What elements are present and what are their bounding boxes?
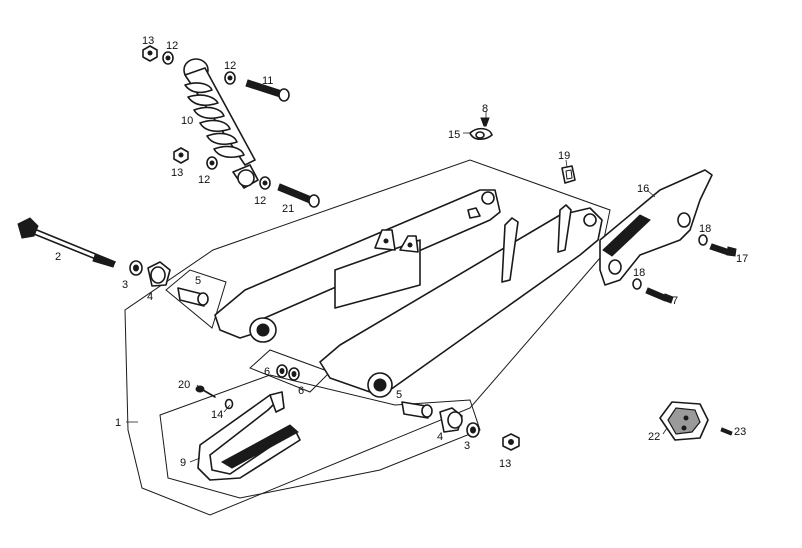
callout-11: 11 bbox=[262, 75, 273, 87]
callout-labels: 1 2 3 3 4 4 5 5 6 6 7 8 9 10 11 12 12 12… bbox=[55, 35, 748, 470]
callout-22: 22 bbox=[648, 431, 660, 443]
callout-18a: 18 bbox=[699, 223, 711, 235]
shock-absorber bbox=[183, 58, 259, 189]
callout-3a: 3 bbox=[122, 279, 128, 291]
clip-19 bbox=[561, 165, 576, 184]
bolt-11 bbox=[245, 79, 290, 102]
nut-13-bottom bbox=[502, 433, 520, 451]
callout-1: 1 bbox=[115, 417, 121, 429]
callout-10: 10 bbox=[181, 115, 193, 127]
washer-12a bbox=[162, 51, 174, 65]
callout-16: 16 bbox=[637, 183, 649, 195]
washer-3b bbox=[466, 422, 480, 438]
screw-8 bbox=[480, 117, 490, 127]
callout-14: 14 bbox=[211, 409, 223, 421]
chain-guide bbox=[197, 391, 301, 481]
callout-4b: 4 bbox=[437, 431, 443, 443]
callout-18b: 18 bbox=[633, 267, 645, 279]
callout-17: 17 bbox=[736, 253, 748, 265]
chain-guide-outline bbox=[159, 374, 481, 499]
callout-12d: 12 bbox=[254, 195, 266, 207]
bushing-4b bbox=[439, 407, 463, 433]
axle-bolt bbox=[17, 217, 116, 268]
bushing-group-outline bbox=[165, 269, 227, 329]
nut-13-mid bbox=[173, 147, 189, 164]
bolt-17 bbox=[709, 243, 737, 257]
callout-20: 20 bbox=[178, 379, 190, 391]
swingarm bbox=[214, 189, 603, 398]
callout-5b: 5 bbox=[396, 389, 402, 401]
callout-9: 9 bbox=[180, 457, 186, 469]
callout-2: 2 bbox=[55, 251, 61, 263]
nut-13-top bbox=[142, 45, 158, 62]
bolt-7 bbox=[645, 287, 674, 304]
chain-guard bbox=[599, 169, 713, 286]
callout-12c: 12 bbox=[198, 174, 210, 186]
washer-3a bbox=[129, 260, 143, 276]
screw-23 bbox=[720, 427, 733, 436]
callout-12b: 12 bbox=[224, 60, 236, 72]
sleeve-5a bbox=[177, 287, 209, 307]
washer-12b bbox=[224, 71, 236, 85]
bolt-21 bbox=[277, 183, 320, 208]
washer-18b bbox=[632, 278, 642, 290]
callout-19: 19 bbox=[558, 150, 570, 162]
callout-8: 8 bbox=[482, 103, 488, 115]
clamp-15 bbox=[469, 127, 493, 141]
sleeve-5b bbox=[401, 401, 433, 419]
callout-15: 15 bbox=[448, 129, 460, 141]
leader-lines bbox=[126, 111, 732, 463]
callout-7: 7 bbox=[672, 295, 678, 307]
callout-4a: 4 bbox=[147, 291, 153, 303]
bracket-22 bbox=[659, 401, 709, 441]
callout-5a: 5 bbox=[195, 275, 201, 287]
washer-12c bbox=[206, 156, 218, 170]
washer-12d bbox=[259, 176, 271, 190]
callout-21: 21 bbox=[282, 203, 294, 215]
callout-6b: 6 bbox=[298, 385, 304, 397]
callout-12a: 12 bbox=[166, 40, 178, 52]
callout-3b: 3 bbox=[464, 440, 470, 452]
callout-23: 23 bbox=[734, 426, 746, 438]
callout-6a: 6 bbox=[264, 366, 270, 378]
spacer-6b bbox=[288, 367, 300, 381]
spacer-6a bbox=[276, 364, 288, 378]
assembly-outline bbox=[124, 159, 611, 516]
callout-13a: 13 bbox=[142, 35, 154, 47]
bushing-4a bbox=[147, 261, 171, 287]
washer-18a bbox=[698, 234, 708, 246]
callout-13c: 13 bbox=[499, 458, 511, 470]
callout-13b: 13 bbox=[171, 167, 183, 179]
washer-14 bbox=[224, 398, 234, 410]
